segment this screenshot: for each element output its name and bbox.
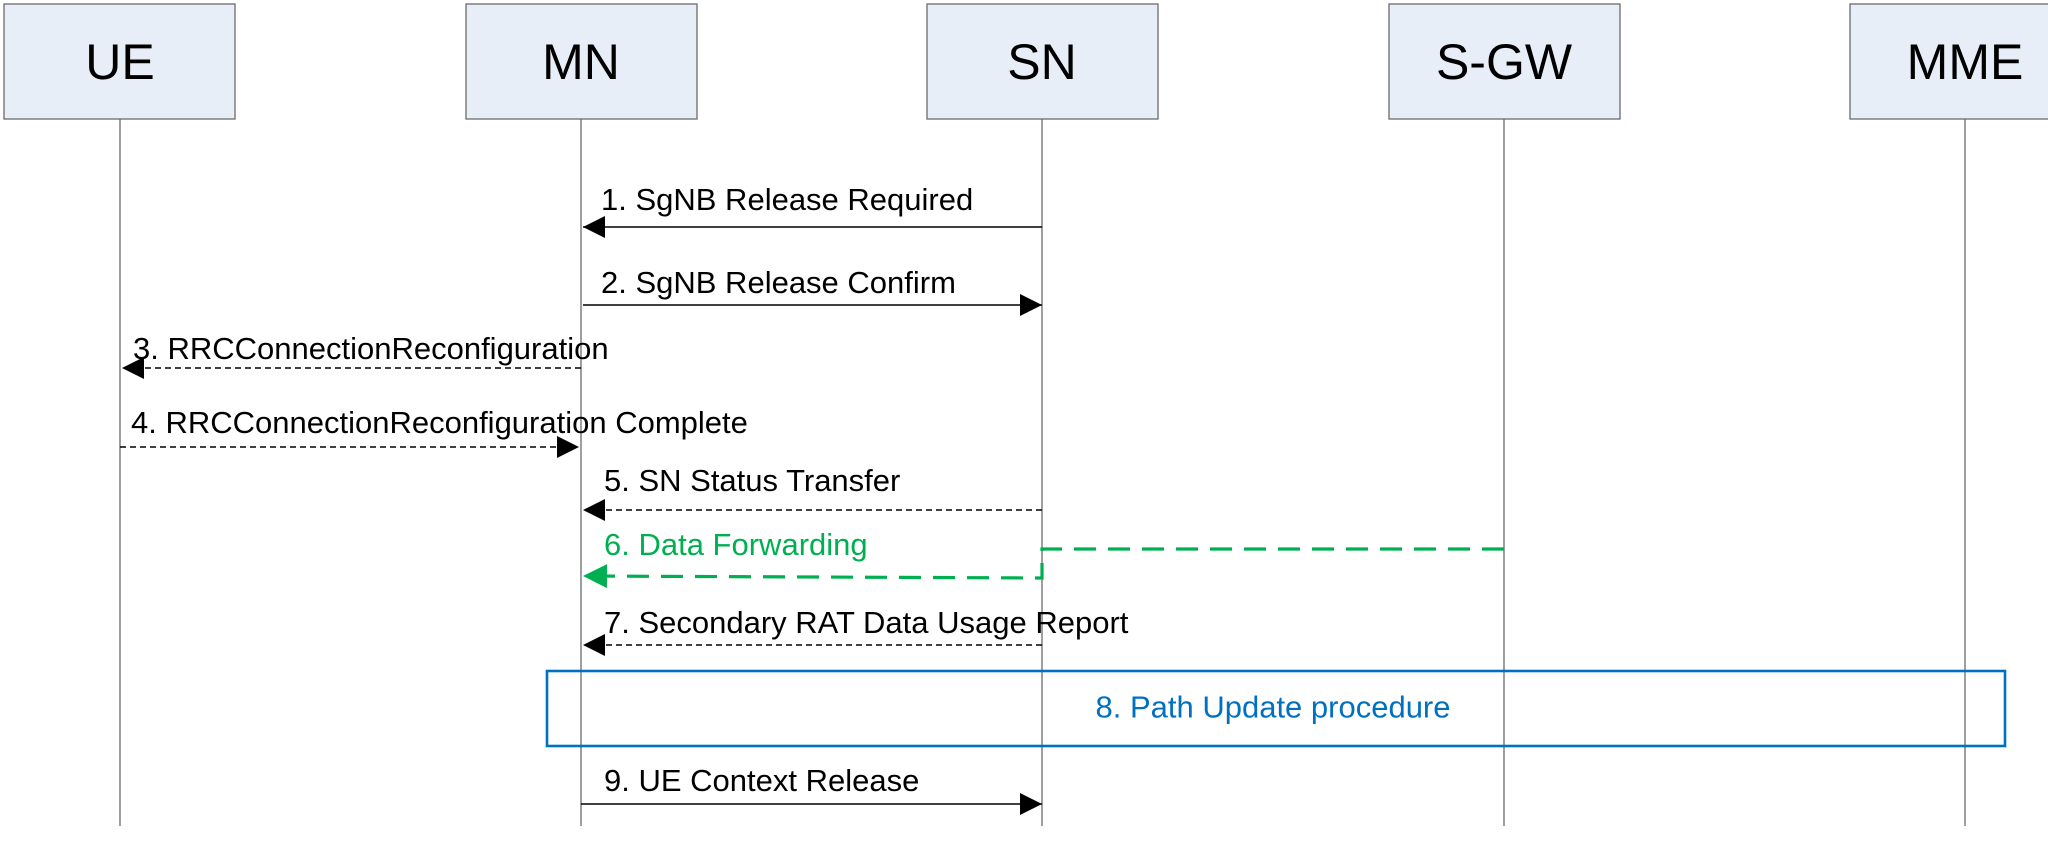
message-9: 9. UE Context Release <box>581 763 1042 815</box>
message-4: 4. RRCConnectionReconfiguration Complete <box>120 405 748 458</box>
procedure-box <box>545 669 2007 748</box>
message-5-label: 5. SN Status Transfer <box>604 463 900 498</box>
message-2: 2. SgNB Release Confirm <box>583 265 1042 316</box>
entity-sgw: S-GW <box>1388 3 1621 120</box>
message-2-label: 2. SgNB Release Confirm <box>601 265 956 300</box>
message-1-label: 1. SgNB Release Required <box>601 182 973 217</box>
entity-mn-label: MN <box>542 34 620 90</box>
message-9-label: 9. UE Context Release <box>604 763 919 798</box>
procedure-label: 8. Path Update procedure <box>1095 690 1450 725</box>
message-4-label: 4. RRCConnectionReconfiguration Complete <box>131 405 748 440</box>
entity-sn-label: SN <box>1007 34 1076 90</box>
entity-mme-label: MME <box>1907 34 2024 90</box>
entity-ue-label: UE <box>85 34 154 90</box>
procedure-path-update: 8. Path Update procedure <box>545 669 2007 748</box>
message-1: 1. SgNB Release Required <box>583 182 1042 238</box>
entity-sgw-label: S-GW <box>1436 34 1573 90</box>
message-7-label: 7. Secondary RAT Data Usage Report <box>604 605 1129 640</box>
message-6: 6. Data Forwarding <box>582 527 1504 589</box>
message-6-arrow <box>582 547 1504 589</box>
entity-mme: MME <box>1849 3 2048 120</box>
message-3: 3. RRCConnectionReconfiguration <box>122 331 609 379</box>
message-3-label: 3. RRCConnectionReconfiguration <box>133 331 609 366</box>
message-7: 7. Secondary RAT Data Usage Report <box>583 605 1129 656</box>
entity-sn: SN <box>926 3 1159 120</box>
entity-ue: UE <box>3 3 236 120</box>
message-6-label: 6. Data Forwarding <box>604 527 868 562</box>
entity-mn: MN <box>465 3 698 120</box>
message-5: 5. SN Status Transfer <box>583 463 1042 521</box>
